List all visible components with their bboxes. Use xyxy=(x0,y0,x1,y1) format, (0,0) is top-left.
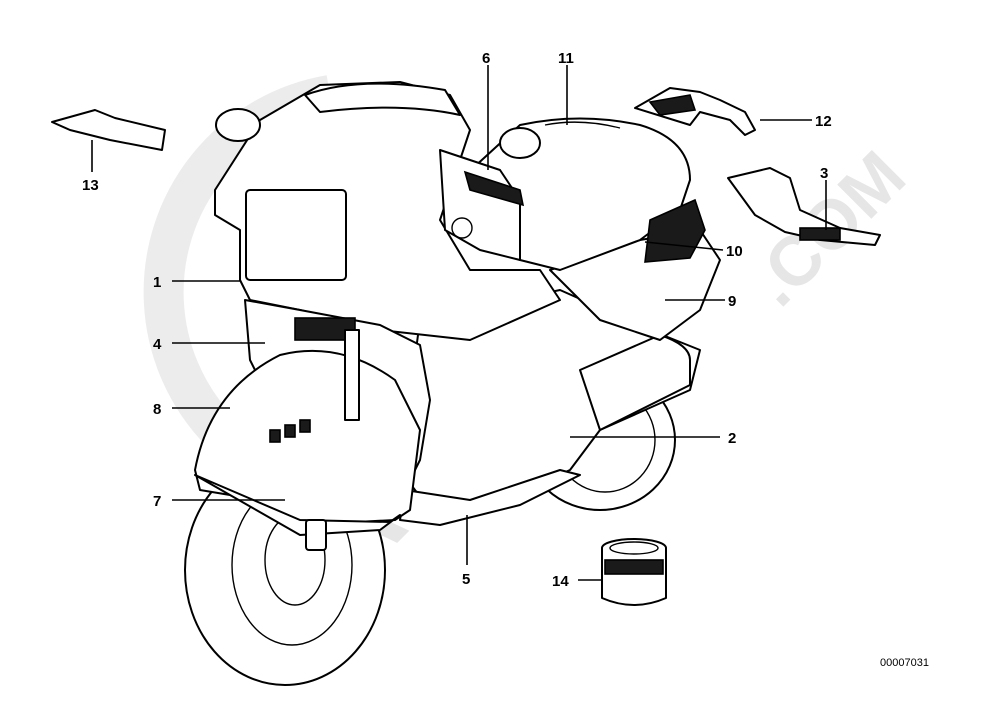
part-3-clip xyxy=(799,227,841,241)
callout-9: 9 xyxy=(728,293,736,310)
callout-2: 2 xyxy=(728,430,736,447)
callout-10: 10 xyxy=(726,243,743,260)
callout-8: 8 xyxy=(153,401,161,418)
fender-lower xyxy=(194,474,401,536)
callout-14: 14 xyxy=(552,573,569,590)
left-mirror-icon xyxy=(215,108,261,142)
fork-leg xyxy=(305,519,327,551)
callout-11: 11 xyxy=(558,50,574,67)
part-12-cutout xyxy=(648,94,697,116)
part-13-panel xyxy=(51,109,166,151)
part-12-panel xyxy=(634,87,756,136)
handlebar xyxy=(463,170,525,207)
oil-filter xyxy=(601,538,667,606)
reference-number: 00007031 xyxy=(880,657,929,669)
front-fender xyxy=(194,349,421,526)
headlight xyxy=(245,189,347,281)
lower-spoiler xyxy=(399,469,581,526)
right-mirror-icon xyxy=(499,127,541,159)
fender-vents xyxy=(269,419,311,443)
callout-13: 13 xyxy=(82,177,99,194)
callout-1: 1 xyxy=(153,274,161,291)
leader-lines xyxy=(91,65,827,581)
callout-12: 12 xyxy=(815,113,832,130)
part-3-panel xyxy=(727,167,881,246)
inner-fairing xyxy=(439,149,521,261)
callout-3: 3 xyxy=(820,165,828,182)
callout-5: 5 xyxy=(462,571,470,588)
emblem-icon xyxy=(451,217,473,239)
tank-cap-icon xyxy=(544,121,621,129)
fairing-strut xyxy=(344,329,360,421)
callout-7: 7 xyxy=(153,493,161,510)
callout-4: 4 xyxy=(153,336,162,353)
windscreen xyxy=(304,82,461,116)
callout-6: 6 xyxy=(482,50,490,67)
